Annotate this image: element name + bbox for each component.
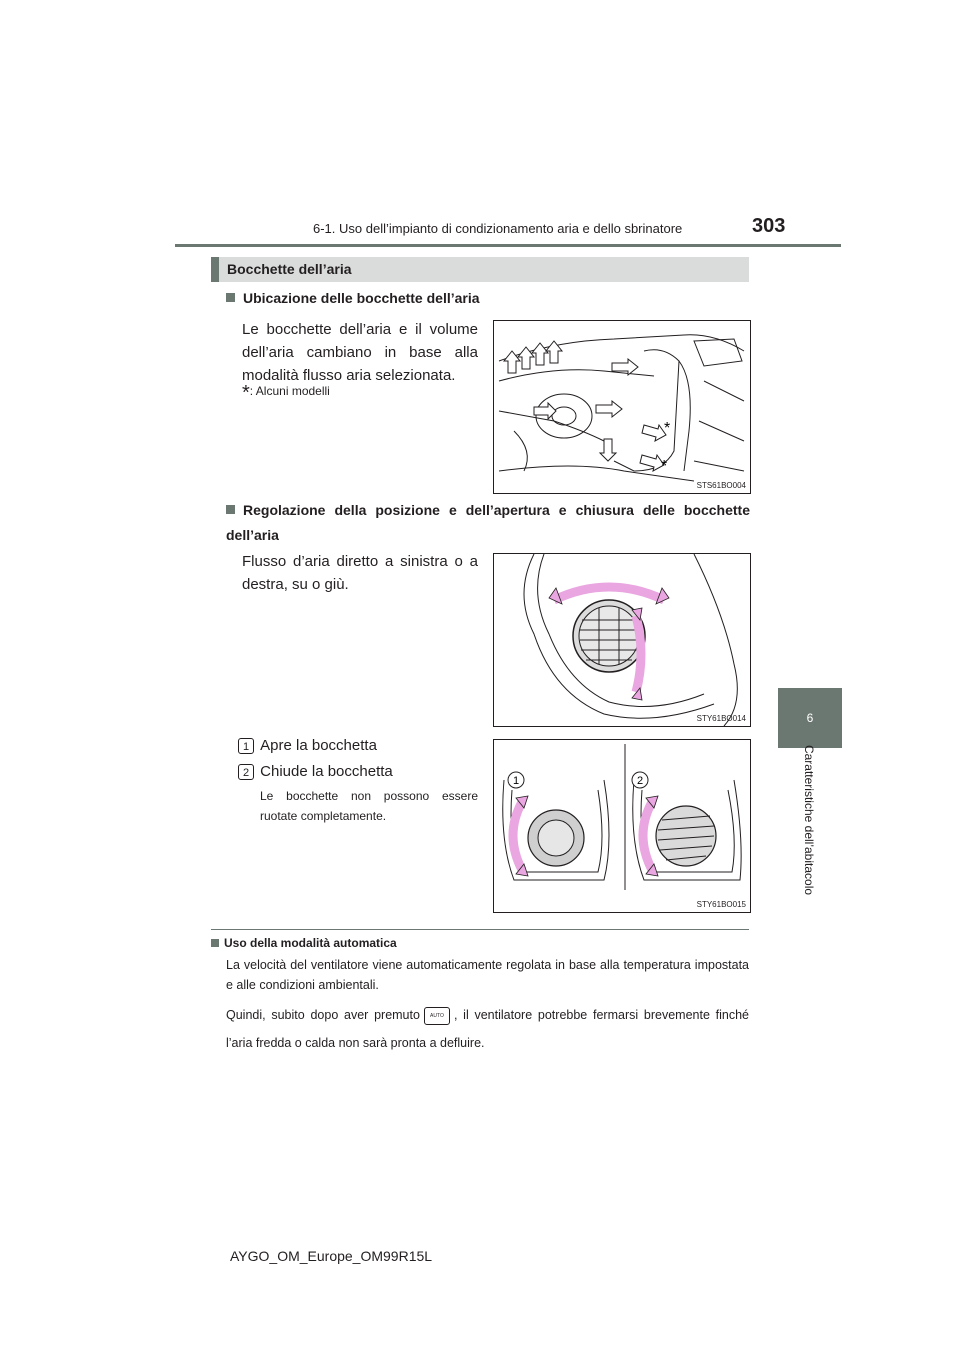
document-id: AYGO_OM_Europe_OM99R15L xyxy=(230,1248,433,1264)
figure-label-two: 2 xyxy=(637,775,643,787)
section-divider xyxy=(211,929,749,930)
square-bullet-icon xyxy=(211,939,219,947)
auto-button-icon: AUTO xyxy=(423,1006,450,1025)
note-text-part: , il ventilatore potrebbe fermarsi breve… xyxy=(226,1008,750,1050)
list-item-text: Chiude la bocchetta xyxy=(260,763,393,780)
footnote-text: : Alcuni modelli xyxy=(249,384,330,398)
footnote-asterisk: * xyxy=(242,382,250,404)
optional-vent-mark: * xyxy=(664,420,670,437)
number-one-icon: 1 xyxy=(238,738,254,754)
subsection-heading-location: Ubicazione delle bocchette dell’aria xyxy=(226,286,750,311)
figure-label-one: 1 xyxy=(513,775,519,787)
figure-code: STS61BO004 xyxy=(696,481,746,490)
subsection-heading-adjustment: Regolazione della posizione e dell’apert… xyxy=(226,498,750,548)
subsection-heading-text: Regolazione della posizione e dell’apert… xyxy=(226,502,750,543)
square-bullet-icon xyxy=(226,293,235,302)
header-divider xyxy=(175,244,841,247)
number-two-icon: 2 xyxy=(238,764,254,780)
note-heading-text: Uso della modalità automatica xyxy=(224,936,397,950)
chapter-tab-number: 6 xyxy=(806,711,814,725)
location-description: Le bocchette dell’aria e il volume dell’… xyxy=(242,321,478,384)
vent-open-close-illustration: 1 2 xyxy=(502,744,742,890)
figure-vent-open-close: 1 2 STY61BO015 xyxy=(493,739,751,913)
note-heading: Uso della modalità automatica xyxy=(211,936,397,950)
figure-code: STY61BO015 xyxy=(696,900,746,909)
subsection-heading-text: Ubicazione delle bocchette dell’aria xyxy=(243,290,480,306)
section-title: Bocchette dell’aria xyxy=(211,257,749,282)
square-bullet-icon xyxy=(226,505,235,514)
figure-vent-locations: * * STS61BO004 xyxy=(493,320,751,494)
note-text-1: La velocità del ventilatore viene automa… xyxy=(226,958,749,992)
chapter-title: 6-1. Uso dell’impianto di condizionament… xyxy=(313,221,683,236)
footnote: *: Alcuni modelli xyxy=(242,382,330,405)
chapter-tab: 6 xyxy=(778,688,842,748)
car-interior-illustration: * * xyxy=(498,334,745,482)
chapter-tab-label: Caratteristiche dell’abitacolo xyxy=(802,744,816,896)
optional-vent-mark: * xyxy=(661,458,667,475)
figure-vent-adjustment: STY61BO014 xyxy=(493,553,751,727)
note-text-part: Quindi, subito dopo aver premuto xyxy=(226,1008,420,1022)
list-item-text: Apre la bocchetta xyxy=(260,737,377,754)
figure-code: STY61BO014 xyxy=(696,714,746,723)
adjustment-description: Flusso d’aria diretto a sinistra o a des… xyxy=(242,553,478,593)
page-number: 303 xyxy=(752,215,786,237)
vent-rotation-note: Le bocchette non possono essere ruotate … xyxy=(260,789,478,823)
vent-adjustment-illustration xyxy=(523,554,738,726)
list-item-open: 1 Apre la bocchetta xyxy=(238,734,478,757)
list-item-close: 2 Chiude la bocchetta xyxy=(238,760,478,783)
